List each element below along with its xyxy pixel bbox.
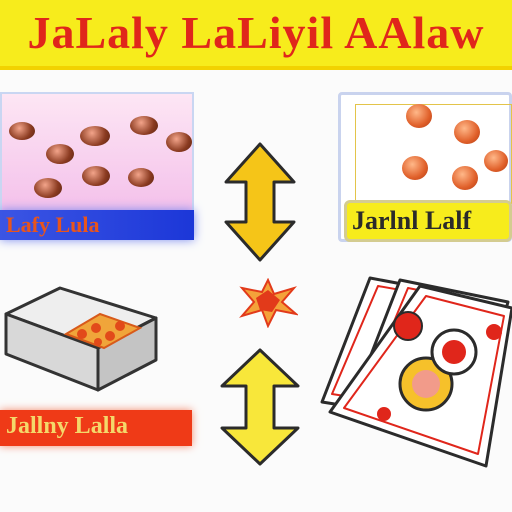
page-title: JaLaly LaLiyil AAlaw — [27, 7, 485, 58]
ball — [82, 166, 110, 186]
ball — [406, 104, 432, 128]
label-bar-top-left — [0, 210, 194, 240]
label-bar-bottom-left — [0, 410, 192, 446]
ball — [452, 166, 478, 190]
vertical-double-arrow-icon — [224, 142, 296, 262]
ball — [166, 132, 192, 152]
ball — [402, 156, 428, 180]
ball — [128, 168, 154, 187]
title-banner — [0, 0, 512, 70]
label-bar-top-right — [344, 200, 512, 242]
label-top-left: Lafy Lula — [6, 212, 100, 237]
fanned-cards-illustration — [320, 276, 512, 468]
vertical-double-arrow-icon — [220, 348, 300, 466]
spark-burst-icon — [239, 278, 298, 328]
ball — [9, 122, 35, 140]
ball — [34, 178, 62, 198]
ball — [130, 116, 158, 135]
ball — [454, 120, 480, 144]
label-bottom-left: Jallny Lalla — [6, 413, 129, 439]
box-illustration — [4, 286, 158, 392]
ball — [484, 150, 508, 172]
label-top-right: Jarlnl Lalf — [352, 206, 472, 235]
ball — [46, 144, 74, 164]
ball — [80, 126, 110, 146]
